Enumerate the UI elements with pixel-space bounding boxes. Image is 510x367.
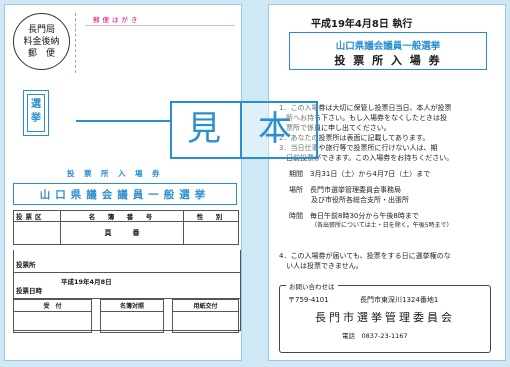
postal-code: 〒759-4101 — [288, 296, 329, 304]
place-label: 場所 — [289, 186, 303, 194]
note-line: い人は投票できません。 — [279, 262, 363, 270]
stamp-line-2: 料金後納 — [23, 37, 60, 47]
sample-watermark: 見 本 — [76, 101, 318, 159]
table-gap — [164, 312, 173, 333]
table-row: 頁 番 — [13, 221, 239, 245]
place-value-1: 長門市選挙管理委員会事務局 — [310, 186, 401, 194]
voter-info-table: 投票区 名 簿 番 号 性 別 頁 番 — [13, 210, 239, 245]
footer-cell-ballot-issue: 用紙交付 — [172, 299, 239, 312]
period-label: 期間 — [289, 170, 303, 178]
processing-table: 受 付 名簿対照 用紙交付 — [13, 299, 239, 333]
note-line: 票所で係員に申し出てください。 — [279, 124, 391, 132]
inquiry-header: お問い合わせは — [286, 281, 338, 291]
inquiry-box: お問い合わせは 〒759-4101 長門市東深川1324番地1 長門市選挙管理委… — [279, 281, 491, 353]
time-value-2: （各出張所については土・日を除く。午後5時まで） — [311, 222, 453, 229]
divider — [75, 13, 76, 73]
phone-row: 電話 0837-23-1167 — [342, 330, 408, 340]
place-value-2: 及び市役所各総合支所・出張所 — [311, 196, 409, 204]
time-label: 時間 — [289, 212, 303, 220]
notes-list: 1．この入場券は大切に保管し投票日当日、本人が投票 所へお持ち下さい。もし入場券… — [279, 103, 501, 163]
period-row: 期間 3月31日（土）から4月7日（土）まで — [289, 169, 453, 179]
note-line: 2．あなたの投票所は表面に記載してあります。 — [279, 134, 430, 142]
table-cell — [100, 311, 164, 333]
table-gap — [164, 300, 173, 312]
table-row — [13, 311, 239, 333]
note-line: 1．この入場券は大切に保管し投票日当日、本人が投票 — [279, 104, 452, 112]
table-cell — [13, 221, 61, 245]
polling-date-text: 平成19年4月8日 — [61, 278, 112, 286]
election-box-char-1: 選 — [31, 99, 41, 110]
footer-cell-reception: 受 付 — [13, 299, 92, 312]
watermark-divider — [240, 103, 242, 157]
time-value-1: 毎日午前8時30分から午後8時まで — [310, 212, 419, 220]
table-row: 投票区 名 簿 番 号 性 別 — [13, 210, 239, 222]
table-header-number: 名 簿 番 号 — [60, 210, 184, 222]
election-title: 山口県議会議員一般選挙 — [335, 41, 441, 52]
election-box-char-2: 挙 — [31, 113, 41, 124]
table-gap — [92, 312, 101, 333]
divider — [14, 298, 240, 299]
execution-date: 平成19年4月8日 執行 — [311, 19, 413, 30]
address: 長門市東深川1324番地1 — [360, 296, 439, 304]
table-cell — [183, 221, 239, 245]
election-title: 山口県議会議員一般選挙 — [39, 189, 211, 201]
watermark-line — [76, 120, 172, 122]
table-header-gender: 性 別 — [183, 210, 239, 222]
postcard-back: 平成19年4月8日 執行 山口県議会議員一般選挙 投 票 所 入 場 券 1．こ… — [268, 4, 506, 361]
ticket-title: 投 票 所 入 場 券 — [334, 54, 442, 67]
table-row: 受 付 名簿対照 用紙交付 — [13, 299, 239, 312]
address-line — [85, 25, 235, 26]
watermark-char-2: 本 — [258, 109, 292, 149]
admission-label: 投 票 所 入 場 券 — [67, 169, 161, 178]
note-4: 4．この入場券が届いても、投票をする日に選挙権のな い人は投票できません。 — [279, 251, 451, 271]
note-line: 4．この入場券が届いても、投票をする日に選挙権のな — [279, 252, 451, 260]
watermark-char-1: 見 — [187, 109, 221, 149]
table-cell — [13, 311, 92, 333]
period-value: 3月31日（土）から4月7日（土）まで — [310, 170, 431, 178]
footer-cell-register-check: 名簿対照 — [100, 299, 164, 312]
note-line: 所へお持ち下さい。もし入場券をなくしたときは投 — [279, 114, 447, 122]
stamp-line-1: 長門局 — [27, 25, 55, 35]
note-line: 3．当日仕事や旅行等で投票所に行けない人は、期 — [279, 144, 438, 152]
postcard-front: 郵便はがき 長門局 料金後納 郵 便 選 挙 投 票 所 入 場 券 山口県議会… — [4, 4, 242, 361]
early-voting-details: 期間 3月31日（土）から4月7日（土）まで 場所 長門市選挙管理委員会事務局 … — [289, 169, 453, 231]
place-row: 場所 長門市選挙管理委員会事務局 — [289, 185, 453, 195]
ticket-title-box: 山口県議会議員一般選挙 投 票 所 入 場 券 — [289, 32, 487, 70]
note-line: 日前投票ができます。この入場券をお持ちください。 — [279, 154, 454, 162]
election-box-inner — [27, 94, 45, 132]
polling-date: 平成19年4月8日 — [61, 276, 112, 286]
time-row: 時間 毎日午前8時30分から午後8時まで — [289, 211, 453, 221]
table-gap — [92, 300, 101, 312]
polling-date-label: 投票日時 — [16, 287, 42, 295]
committee-name: 長門市選挙管理委員会 — [315, 311, 455, 324]
election-box: 選 挙 — [23, 90, 49, 136]
divider — [14, 272, 240, 273]
election-title-box: 山口県議会議員一般選挙 — [13, 183, 237, 205]
postcard-header: 郵便はがき — [93, 16, 141, 24]
table-cell-page-number: 頁 番 — [60, 221, 184, 245]
postage-stamp-circle: 長門局 料金後納 郵 便 — [13, 13, 70, 70]
table-cell — [172, 311, 239, 333]
table-header-district: 投票区 — [13, 210, 61, 222]
polling-place-label: 投票所 — [16, 261, 36, 269]
phone-number: 0837-23-1167 — [361, 332, 408, 340]
phone-label: 電話 — [342, 332, 355, 340]
stamp-line-3: 郵 便 — [27, 49, 55, 59]
